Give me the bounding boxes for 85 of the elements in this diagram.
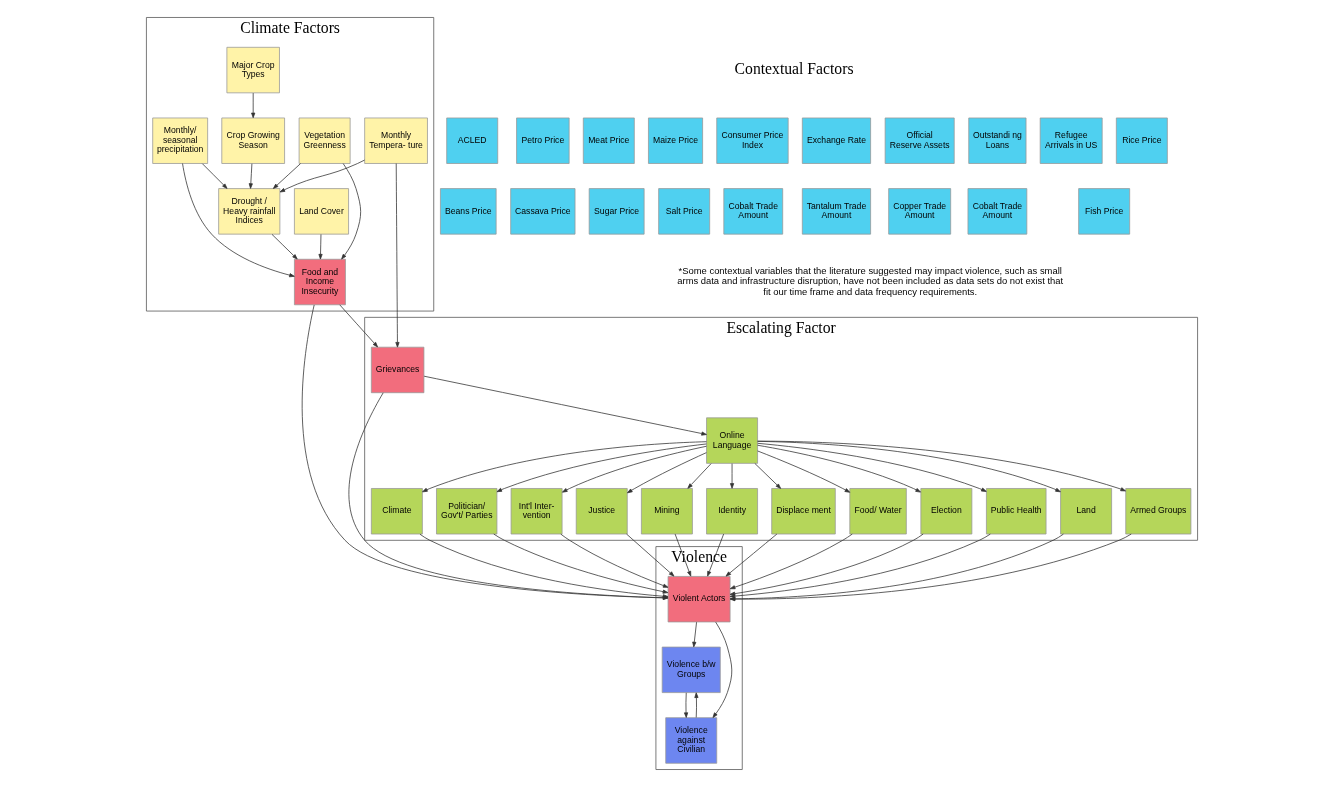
- arrow: [422, 441, 707, 493]
- arrow: [339, 304, 378, 348]
- node-box: Violence against Civilian: [665, 717, 718, 764]
- node-box: ACLED: [446, 117, 499, 164]
- arrow: [271, 234, 298, 260]
- node-box: Politician/ Gov't/ Parties: [436, 488, 498, 535]
- arrow: [712, 621, 733, 718]
- arrow: [395, 163, 400, 348]
- node-box: Fish Price: [1078, 188, 1131, 235]
- node-box: Cobalt Trade Amount: [723, 188, 784, 235]
- node-box: Beans Price: [440, 188, 497, 235]
- node-box: Exchange Rate: [801, 117, 871, 164]
- arrow: [725, 533, 778, 577]
- node-box: Major Crop Types: [226, 46, 280, 94]
- arrow: [627, 452, 707, 494]
- arrow: [318, 234, 323, 260]
- node-box: Food and Income Insecurity: [294, 258, 346, 306]
- node-box: Copper Trade Amount: [888, 188, 952, 235]
- node-box: Drought / Heavy rainfall Indices: [218, 188, 281, 235]
- node-box: Grievances: [370, 346, 425, 394]
- node-box: Tantalum Trade Amount: [801, 188, 871, 235]
- node-box: Land Cover: [294, 188, 349, 235]
- arrow: [729, 533, 853, 590]
- node-box: Justice: [575, 488, 628, 535]
- arrow: [754, 463, 782, 489]
- arrow: [757, 450, 851, 493]
- node-box: Displace ment: [771, 488, 836, 535]
- node-box: Consumer Price Index: [716, 117, 789, 164]
- node-box: Food/ Water: [849, 488, 907, 535]
- node-box: Violence b/w Groups: [661, 646, 721, 693]
- arrow: [757, 444, 921, 493]
- arrow: [251, 92, 256, 119]
- arrow: [674, 533, 692, 577]
- node-box: Land: [1060, 488, 1112, 535]
- node-box: Mining: [641, 488, 693, 535]
- arrow: [272, 163, 301, 189]
- node-box: Armed Groups: [1125, 488, 1192, 535]
- arrow: [562, 445, 707, 493]
- node-box: Salt Price: [658, 188, 711, 235]
- node-box: Official Reserve Assets: [884, 117, 955, 164]
- label: Contextual Factors: [734, 59, 854, 77]
- arrow: [757, 442, 987, 492]
- node-box: Petro Price: [516, 117, 570, 164]
- arrow: [626, 533, 675, 577]
- arrow: [687, 463, 712, 489]
- node-box: Online Language: [706, 417, 758, 464]
- node-box: Sugar Price: [588, 188, 645, 235]
- arrow: [496, 443, 707, 493]
- arrow: [419, 533, 669, 599]
- arrow: [202, 163, 228, 189]
- arrow: [423, 375, 707, 436]
- node-box: Monthly Tempera- ture: [364, 117, 428, 164]
- node-box: Public Health: [986, 488, 1047, 535]
- arrow: [684, 692, 689, 718]
- node-box: Crop Growing Season: [221, 117, 285, 164]
- arrow: [757, 440, 1126, 492]
- arrow: [707, 533, 725, 577]
- node-box: Election: [920, 488, 973, 535]
- arrow: [694, 692, 699, 718]
- node-box: Outstandi ng Loans: [968, 117, 1027, 164]
- node-box: Refugee Arrivals in US: [1039, 117, 1103, 164]
- node-box: Cobalt Trade Amount: [967, 188, 1028, 235]
- arrow: [279, 159, 365, 193]
- arrow: [182, 163, 295, 278]
- arrow: [729, 533, 924, 596]
- node-box: Violent Actors: [667, 576, 731, 623]
- arrow: [341, 163, 362, 260]
- node-box: Climate: [370, 488, 423, 535]
- label: *Some contextual variables that the literature suggested may impact violence, such as small arms data and infrastructure disruption, have not been included as data sets do not exist that fit our time frame and data frequency requirements.: [677, 265, 1064, 297]
- arrow: [493, 533, 669, 594]
- node-box: Cassava Price: [510, 188, 576, 235]
- arrow: [348, 392, 669, 600]
- arrow: [692, 621, 697, 648]
- arrow: [248, 163, 253, 189]
- node-box: Monthly/ seasonal precipitation: [152, 117, 209, 164]
- node-box: Meat Price: [582, 117, 635, 164]
- arrow: [301, 304, 669, 600]
- arrow: [560, 533, 669, 588]
- node-box: Rice Price: [1115, 117, 1168, 164]
- node-box: Maize Price: [648, 117, 703, 164]
- node-box: Int'l Inter- vention: [510, 488, 563, 535]
- node-box: Identity: [706, 488, 758, 535]
- node-box: Vegetation Greenness: [298, 117, 351, 164]
- arrow: [730, 463, 735, 489]
- arrow: [757, 441, 1061, 493]
